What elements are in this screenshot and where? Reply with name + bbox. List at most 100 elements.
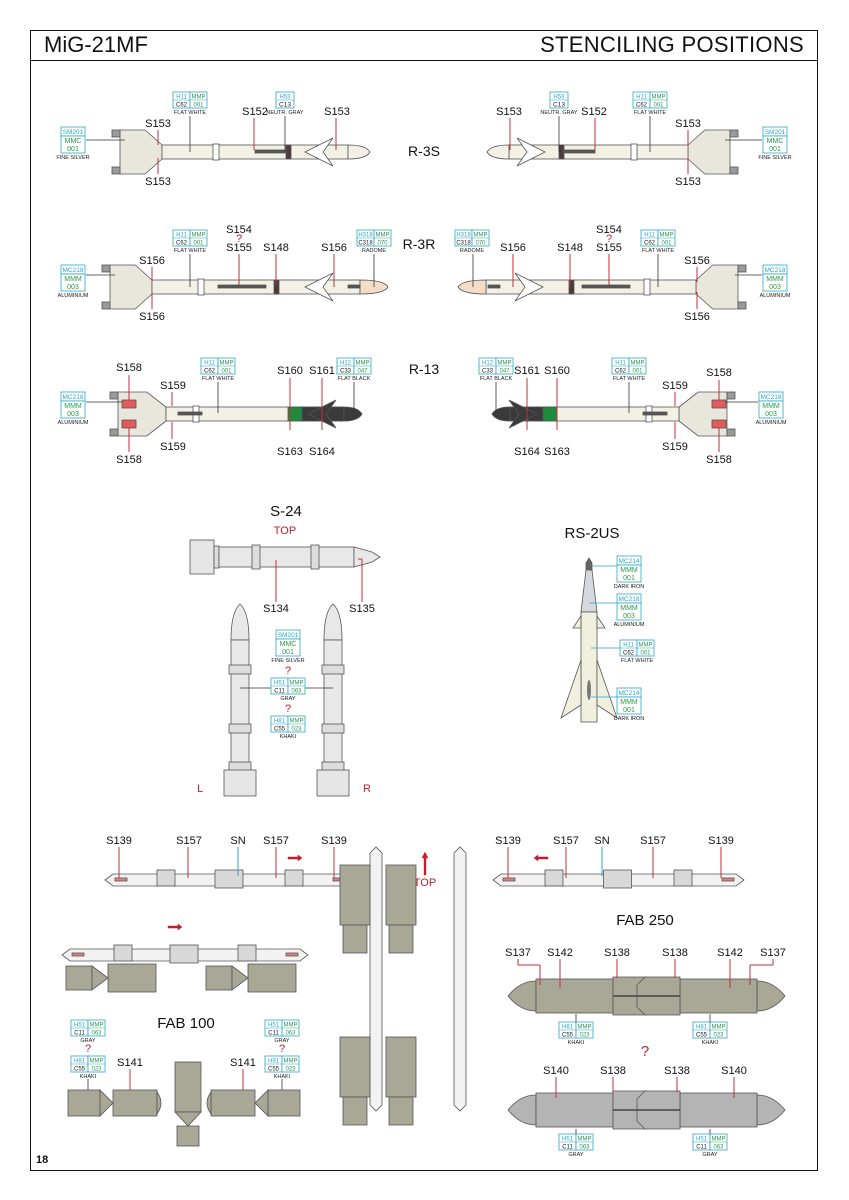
label-s139: S139 [708, 835, 734, 847]
label-s139: S139 [495, 835, 521, 847]
chip-code: H51 [562, 1137, 574, 1143]
bomb-cone [91, 965, 109, 991]
question-mark: ? [279, 1043, 285, 1055]
label-s152: S152 [581, 106, 607, 118]
paint-name: GRAY [80, 1038, 96, 1044]
label-sn: SN [230, 835, 245, 847]
fab250-khaki-right [636, 976, 786, 1016]
chip-code: MMP [220, 361, 234, 367]
question-mark: ? [85, 1043, 91, 1055]
paint-name: GRAY [702, 1152, 718, 1158]
label-s155: S155 [596, 242, 622, 254]
rocket-fin-box [223, 769, 257, 797]
rocket-ring [228, 664, 252, 675]
tail-fins [117, 391, 167, 437]
label-s153: S153 [675, 176, 701, 188]
fab100-title: FAB 100 [157, 1015, 215, 1032]
fin-tip [729, 129, 739, 138]
label-s138: S138 [600, 1065, 626, 1077]
canard-fins [304, 137, 334, 167]
fin-tip [111, 166, 121, 175]
chip-code: MMP [631, 361, 645, 367]
paint-name: FLAT BLACK [480, 376, 513, 382]
chip-code: 063 [713, 1145, 724, 1151]
label-s153: S153 [145, 176, 171, 188]
s24-left-rocket [223, 603, 257, 797]
fab250-gray-left [507, 1090, 657, 1130]
canard-fin [596, 614, 606, 629]
bomb-body-top [385, 1036, 417, 1098]
question-mark: ? [236, 233, 242, 245]
paint-name: DARK IRON [614, 716, 645, 722]
chip-code: MMC [767, 138, 784, 145]
bomb-tail [65, 965, 93, 991]
green-band [542, 406, 558, 422]
bomb-tail-top [342, 924, 368, 954]
rocket-fin-box [316, 769, 350, 797]
pylon-top-view-loaded [339, 846, 417, 1126]
canard-fin [572, 614, 582, 629]
rocket-body [218, 546, 355, 568]
chip-code: 001 [623, 707, 635, 714]
bomb-body-top [339, 1036, 371, 1098]
paint-name: ALUMINIUM [756, 420, 787, 426]
pylon-top-view-empty [453, 846, 467, 1112]
chip-code: H11 [176, 233, 187, 239]
chip-code: 023 [579, 1033, 590, 1039]
paint-name: FLAT WHITE [621, 658, 654, 664]
label-s163: S163 [277, 446, 303, 458]
right-label: R [363, 783, 371, 795]
label-s156: S156 [684, 311, 710, 323]
chip-code: 001 [653, 103, 664, 109]
chip-code: SM201 [765, 129, 786, 136]
missile-nose [343, 406, 363, 422]
paint-name: FINE SILVER [758, 155, 791, 161]
question-mark: ? [285, 665, 291, 677]
chip-code: C62 [176, 241, 188, 247]
missile-title-r3s: R-3S [408, 143, 440, 159]
chip-code: MMP [290, 719, 304, 725]
bomb-nose [206, 1090, 212, 1116]
chip-code: MMC [280, 641, 297, 648]
label-s158: S158 [706, 367, 732, 379]
chip-code: MMC [65, 138, 82, 145]
rocket-nose [353, 546, 381, 568]
bomb-tail-top [342, 1096, 368, 1126]
chip-code: 001 [769, 146, 781, 153]
chip-code: H12 [482, 361, 494, 367]
body-detail [587, 680, 591, 700]
rocket-body [230, 639, 250, 771]
bomb-tail [176, 1125, 200, 1147]
chip-border [60, 135, 86, 154]
label-s141: S141 [117, 1057, 143, 1069]
chip-code: H53 [553, 95, 565, 101]
shackle [156, 869, 176, 887]
chip-code: 070 [475, 241, 486, 247]
label-s164: S164 [514, 446, 540, 458]
label-s157: S157 [263, 835, 289, 847]
bomb-body-top [339, 864, 371, 926]
label-s135: S135 [349, 603, 375, 615]
label-s153: S153 [324, 106, 350, 118]
paint-name: ALUMINIUM [58, 420, 89, 426]
shackle [237, 944, 257, 962]
page-frame [30, 30, 818, 1171]
red-band [121, 419, 137, 429]
chip-code: 003 [623, 613, 635, 620]
r3s-right-missile [486, 129, 739, 175]
chip-code: C62 [615, 369, 627, 375]
label-s154: S154 [596, 224, 622, 236]
label-s163: S163 [544, 446, 570, 458]
label-sn: SN [594, 835, 609, 847]
label-s158: S158 [116, 454, 142, 466]
fin-tip [729, 166, 739, 175]
bomb-nose [507, 980, 537, 1012]
